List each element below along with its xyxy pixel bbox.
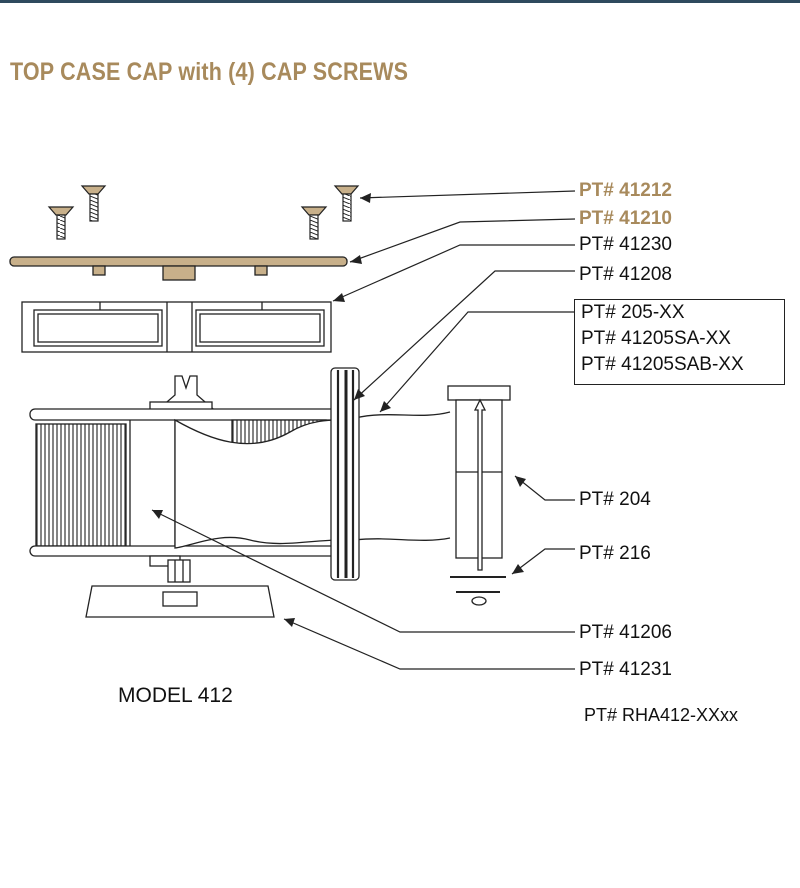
label-pt-41206: PT# 41206 — [579, 622, 672, 643]
side-flange — [330, 367, 360, 581]
hose — [174, 411, 451, 549]
label-pt-41230: PT# 41230 — [579, 234, 672, 255]
leader-arrowheads — [152, 193, 526, 627]
label-pt-41205sab-xx: PT# 41205SAB-XX — [581, 354, 744, 375]
upper-housing — [21, 301, 332, 353]
bottom-case — [85, 585, 275, 618]
label-pt-41231: PT# 41231 — [579, 659, 672, 680]
assembly-part-label: PT# RHA412-XXxx — [584, 705, 739, 725]
label-pt-204: PT# 204 — [579, 489, 651, 510]
page-title: TOP CASE CAP with (4) CAP SCREWS — [10, 58, 409, 86]
top-bar — [0, 0, 800, 3]
leader-lines — [151, 190, 576, 670]
screw-right-front — [300, 206, 328, 240]
label-pt-41212: PT# 41212 — [579, 180, 672, 201]
nozzle-assembly — [447, 385, 511, 606]
model-label: MODEL 412 — [118, 684, 233, 707]
label-pt-41205sa-xx: PT# 41205SA-XX — [581, 328, 731, 349]
screw-right-back — [333, 185, 360, 222]
label-pt-41208: PT# 41208 — [579, 264, 672, 285]
label-pt-216: PT# 216 — [579, 543, 651, 564]
top-case-cap — [9, 256, 348, 281]
label-pt-41210: PT# 41210 — [579, 208, 672, 229]
screw-left-front — [47, 206, 75, 240]
screw-left-back — [80, 185, 107, 222]
label-pt-205-xx: PT# 205-XX — [581, 302, 685, 323]
hose-part-box: PT# 205-XX PT# 41205SA-XX PT# 41205SAB-X… — [574, 299, 785, 385]
